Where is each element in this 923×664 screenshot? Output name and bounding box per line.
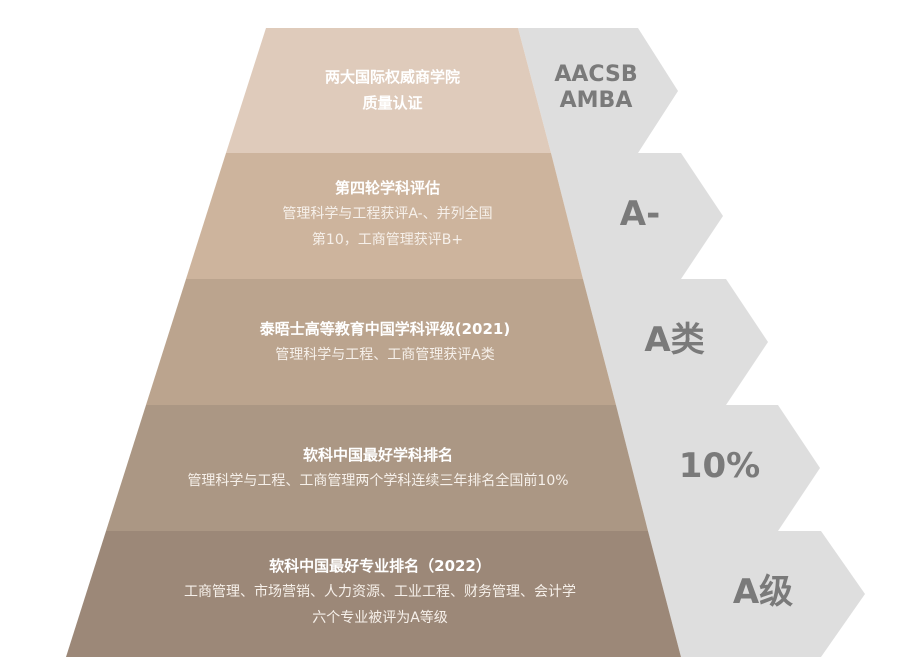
tier-3-text: 泰晤士高等教育中国学科评级(2021) 管理科学与工程、工商管理获评A类 [150,316,620,368]
pyramid-tier-2 [186,153,583,279]
tier-1-text: 两大国际权威商学院 质量认证 [230,64,555,116]
tier-2-title: 第四轮学科评估 [334,179,440,197]
tier-1-title: 两大国际权威商学院 [324,68,460,86]
tier-4-badge: 10% [652,446,787,486]
tier-1-badge: AACSB AMBA [548,62,644,114]
tier-2-line-1: 管理科学与工程获评A-、并列全国 [282,206,493,222]
badge-arrow-10-percent [616,405,820,531]
pyramid-tier-5 [66,531,681,657]
tier-5-line-2: 六个专业被评为A等级 [312,610,448,626]
tier-2-line-2: 第10，工商管理获评B+ [311,232,464,248]
pyramid-tier-1 [226,28,551,153]
tier-3-title: 泰晤士高等教育中国学科评级(2021) [259,320,511,338]
badge-arrow-a-class [583,279,768,405]
pyramid-tier-3 [146,279,616,405]
tier-4-line-1: 管理科学与工程、工商管理两个学科连续三年排名全国前10% [187,473,569,489]
pyramid-tier-4 [106,405,648,531]
tier-3-line-1: 管理科学与工程、工商管理获评A类 [275,347,495,363]
badge-arrow-a-grade [648,531,865,657]
tier-4-badge-line-1: 10% [678,446,761,486]
tier-1-line-1: 质量认证 [362,94,423,112]
badge-arrow-aacsb-amba [518,28,678,153]
tier-5-text: 软科中国最好专业排名（2022） 工商管理、市场营销、人力资源、工业工程、财务管… [70,553,690,631]
tier-4-title: 软科中国最好学科排名 [302,446,453,464]
tier-1-badge-line-1: AACSB [554,62,638,87]
tier-2-badge: A- [585,194,695,234]
tier-1-badge-line-2: AMBA [559,88,633,113]
tier-2-text: 第四轮学科评估 管理科学与工程获评A-、并列全国 第10，工商管理获评B+ [190,175,585,253]
tier-3-badge-line-1: A类 [644,320,705,360]
tier-5-title: 软科中国最好专业排名（2022） [269,557,491,575]
tier-4-text: 软科中国最好学科排名 管理科学与工程、工商管理两个学科连续三年排名全国前10% [108,442,648,494]
tier-5-badge-line-1: A级 [732,572,794,612]
tier-3-badge: A类 [617,320,732,360]
tier-5-badge: A级 [688,572,838,612]
tier-5-line-1: 工商管理、市场营销、人力资源、工业工程、财务管理、会计学 [184,584,576,600]
badge-arrow-a-minus [551,153,723,279]
tier-2-badge-line-1: A- [619,194,661,234]
